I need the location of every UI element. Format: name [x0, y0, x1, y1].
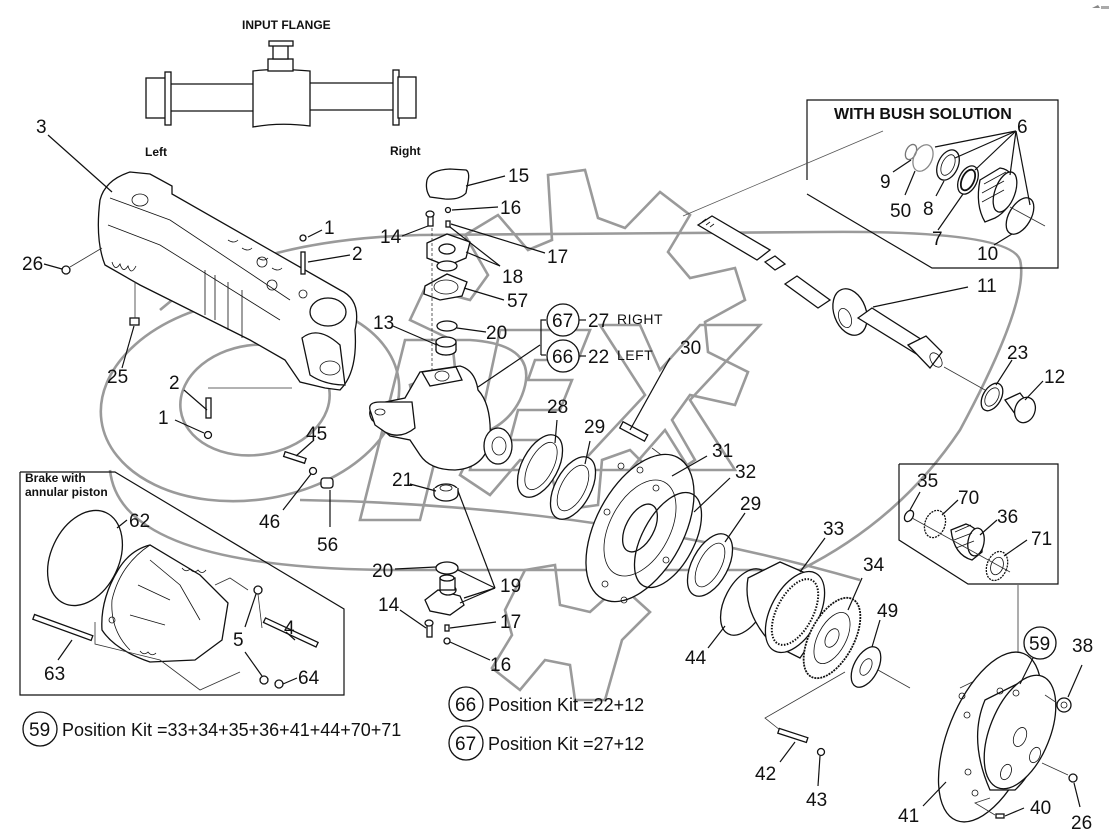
part-label-19: 19 [500, 576, 521, 597]
kingpin-upper-parts: 15 16 14 17 18 57 20 13 [373, 166, 568, 375]
brake-annular-piston-inset: Brake with annular piston 62 5 4 64 63 [19, 471, 345, 696]
part-label-63: 63 [44, 664, 65, 685]
part-label-7: 7 [932, 229, 943, 250]
part-label-21: 21 [392, 470, 413, 491]
part-label-16-top: 16 [500, 198, 521, 219]
part-label-46: 46 [259, 512, 280, 533]
part-label-5: 5 [233, 630, 244, 651]
corner-mark [1092, 5, 1109, 9]
part-label-26-right: 26 [1071, 813, 1092, 834]
part-label-40: 40 [1030, 798, 1051, 819]
part-label-45: 45 [306, 424, 327, 445]
part-label-10: 10 [977, 244, 998, 265]
part-label-30: 30 [680, 338, 701, 359]
part-label-31: 31 [712, 441, 733, 462]
input-flange-right-label: Right [390, 144, 421, 158]
part-label-64: 64 [298, 668, 320, 689]
part-label-34: 34 [863, 555, 885, 576]
input-flange-left-label: Left [145, 145, 167, 159]
brake-inset-title-line1: Brake with [25, 471, 86, 485]
callout-part-27: 27 [588, 311, 609, 332]
kit-59-text: Position Kit =33+34+35+36+41+44+70+71 [62, 720, 401, 740]
part-label-35: 35 [917, 471, 938, 492]
brake-inset-title-line2: annular piston [25, 485, 108, 499]
kit-66-id: 66 [455, 695, 476, 716]
part-label-23: 23 [1007, 343, 1028, 364]
part-label-4: 4 [284, 618, 295, 639]
kit-legend-59: 59 Position Kit =33+34+35+36+41+44+70+71 [22, 711, 401, 747]
part-label-41: 41 [898, 806, 919, 827]
part-label-71: 71 [1031, 529, 1052, 550]
kit-legend: 59 Position Kit =33+34+35+36+41+44+70+71… [22, 686, 644, 761]
half-shaft: 11 23 12 [696, 215, 1065, 424]
part-label-1-top: 1 [324, 218, 335, 239]
axle-housing [97, 171, 358, 391]
part-label-33: 33 [823, 519, 844, 540]
part-label-36: 36 [997, 507, 1018, 528]
part-label-25: 25 [107, 367, 128, 388]
part-label-32: 32 [735, 462, 756, 483]
part-label-49: 49 [877, 601, 898, 622]
part-label-56: 56 [317, 535, 338, 556]
kingpin-lower-parts: 21 20 19 14 17 16 [372, 470, 521, 676]
bush-solution-inset: WITH BUSH SOLUTION 9 50 8 7 10 [682, 99, 1059, 269]
input-flange-title: INPUT FLANGE [242, 18, 331, 32]
callout-part-22: 22 [588, 347, 609, 368]
part-label-42: 42 [755, 764, 776, 785]
part-label-50: 50 [890, 201, 911, 222]
part-label-2-top: 2 [352, 244, 363, 265]
part-label-8: 8 [923, 199, 934, 220]
part-label-44: 44 [685, 648, 707, 669]
hub-parts: 28 29 30 31 32 29 33 [516, 338, 911, 811]
part-label-14-top: 14 [380, 227, 402, 248]
part-label-15: 15 [508, 166, 529, 187]
part-label-20-lower: 20 [372, 561, 393, 582]
planet-gear-inset: 35 70 36 71 [898, 463, 1059, 585]
kit-66-text: Position Kit =22+12 [488, 695, 644, 715]
part-label-9: 9 [880, 172, 891, 193]
part-label-62: 62 [129, 511, 150, 532]
callout-side-right: RIGHT [617, 311, 663, 327]
callout-kit-67: 67 [552, 311, 573, 332]
callout-kit-66: 66 [552, 347, 573, 368]
part-label-17-top: 17 [547, 247, 568, 268]
part-label-6: 6 [1017, 117, 1028, 138]
part-label-1-lower: 1 [158, 408, 169, 429]
kit-67-text: Position Kit =27+12 [488, 734, 644, 754]
input-flange-inset: INPUT FLANGE Left Right [145, 18, 421, 159]
part-label-16-lower: 16 [490, 655, 511, 676]
part-label-3: 3 [36, 117, 47, 138]
part-label-13: 13 [373, 313, 394, 334]
part-label-2-lower: 2 [169, 373, 180, 394]
part-label-26-left: 26 [22, 254, 43, 275]
part-label-11: 11 [977, 276, 997, 297]
kit-59-id: 59 [29, 720, 50, 741]
callout-knuckle-left-right: 67 27 RIGHT 66 22 LEFT [540, 303, 663, 373]
kit-67-id: 67 [455, 734, 476, 755]
part-label-14-lower: 14 [378, 595, 400, 616]
planetary-housing: 59 41 38 26 40 [898, 585, 1093, 834]
part-label-29-lower: 29 [740, 494, 761, 515]
part-label-20-top: 20 [486, 323, 507, 344]
part-label-29-upper: 29 [584, 417, 605, 438]
part-label-57: 57 [507, 291, 528, 312]
part-label-18: 18 [502, 267, 523, 288]
part-label-28: 28 [547, 397, 568, 418]
circled-kit-59: 59 [1029, 634, 1050, 655]
part-label-70: 70 [958, 488, 979, 509]
steering-knuckle [369, 344, 541, 471]
kit-legend-66: 66 Position Kit =22+12 [448, 686, 644, 722]
part-label-12: 12 [1044, 367, 1065, 388]
bush-inset-title: WITH BUSH SOLUTION [834, 106, 1012, 123]
part-label-17-lower: 17 [500, 612, 521, 633]
kit-legend-67: 67 Position Kit =27+12 [448, 725, 644, 761]
part-label-38: 38 [1072, 636, 1093, 657]
callout-side-left: LEFT [617, 347, 653, 363]
part-label-43: 43 [806, 790, 827, 811]
